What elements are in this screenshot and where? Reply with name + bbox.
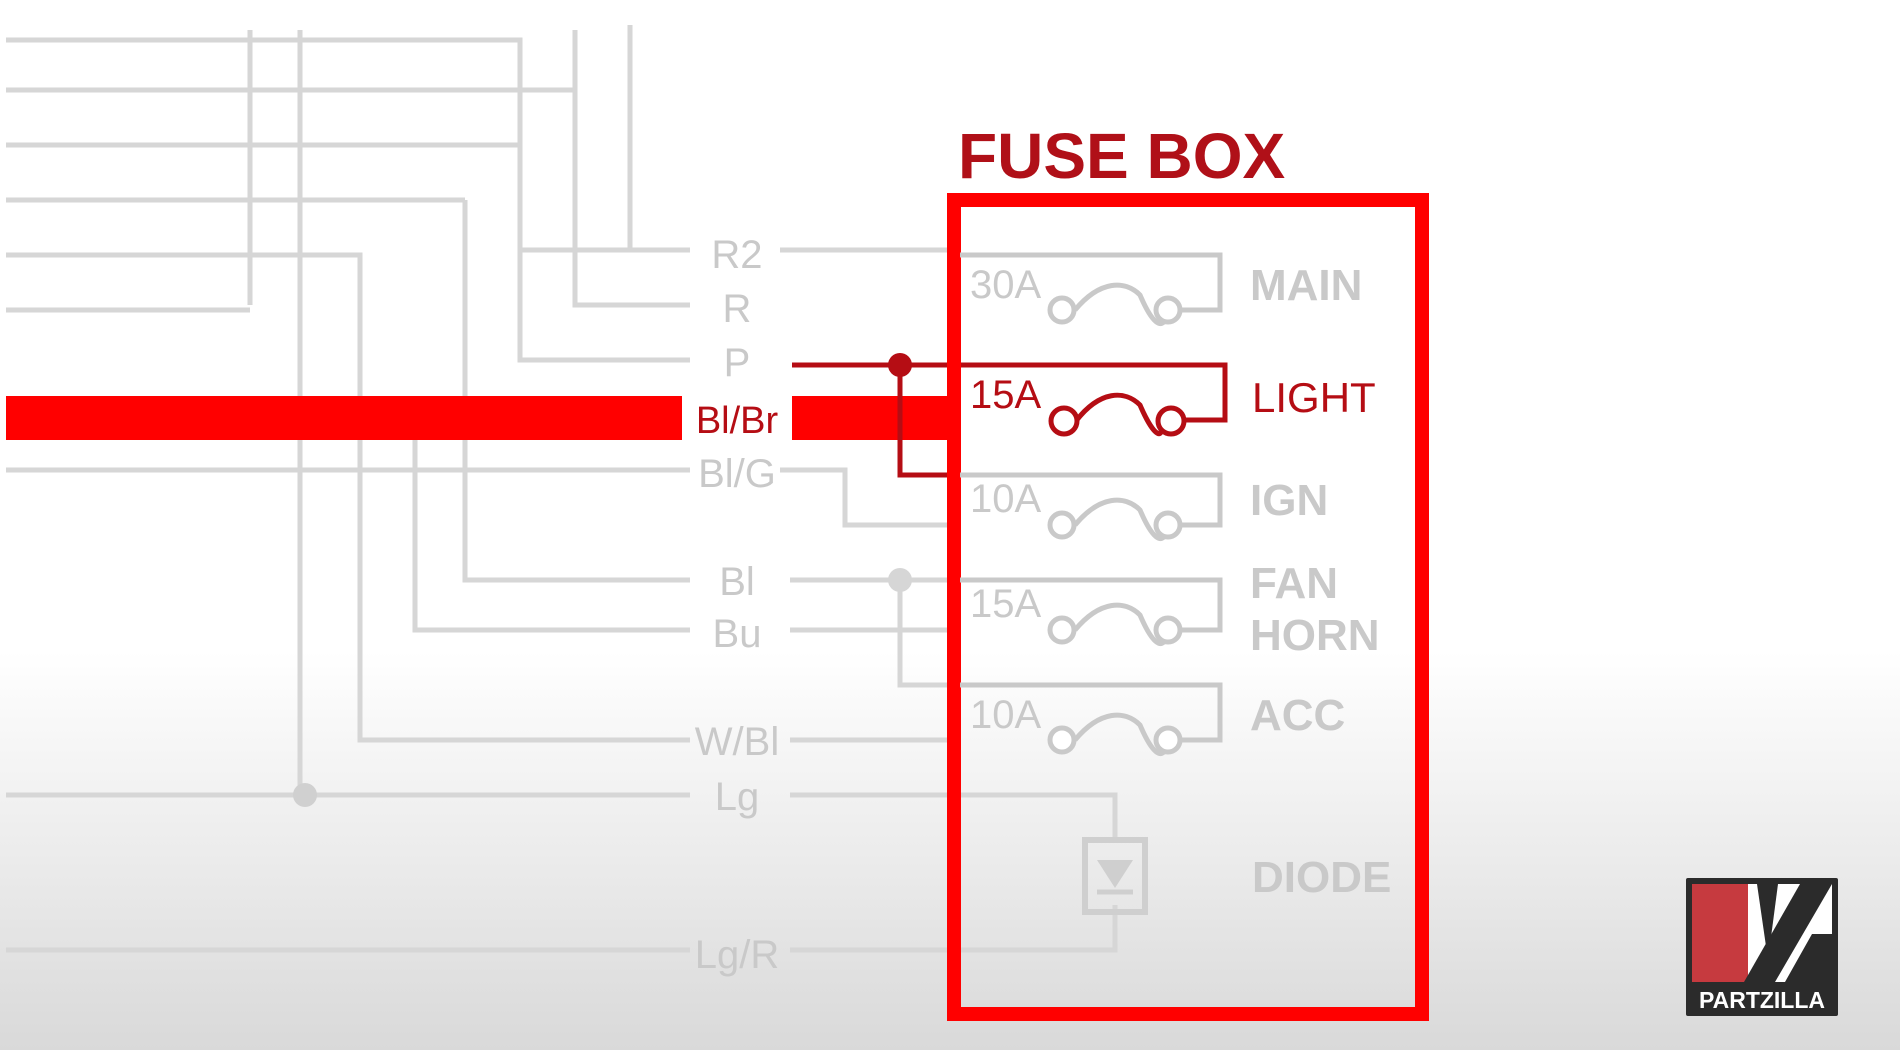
fuse-main: 30A MAIN — [960, 252, 1362, 326]
highlight-wire-label: Bl/Br — [696, 400, 779, 442]
wire-label-r: R — [723, 287, 752, 331]
fuse-label-main: MAIN — [1250, 261, 1362, 310]
wire-label-bu: Bu — [713, 612, 762, 656]
wire-label-lg: Lg — [715, 775, 760, 819]
fuse-rating-main: 30A — [970, 263, 1041, 307]
fuse-box-frame — [947, 193, 1429, 1021]
fuse-acc: 10A ACC — [960, 682, 1345, 756]
fuse-label-ign: IGN — [1250, 476, 1328, 525]
wire-labels: R2 R P Bl/G Bl Bu W/Bl Lg Lg/R — [695, 233, 780, 977]
partzilla-logo: PARTZILLA — [1686, 878, 1838, 1016]
light-circuit — [792, 353, 1228, 478]
fuse-rating-acc: 10A — [970, 693, 1041, 737]
highlight-wire-left — [6, 396, 682, 440]
wire-label-w-bl: W/Bl — [695, 720, 779, 764]
wire-label-bl: Bl — [719, 560, 755, 604]
fuse-ign: 10A IGN — [960, 472, 1328, 541]
fuse-rating-fan-horn: 15A — [970, 582, 1041, 626]
fuse-fan-horn: 15A FAN HORN — [960, 559, 1380, 660]
highlighted-wire: Bl/Br — [6, 396, 960, 442]
fuse-label-acc: ACC — [1250, 691, 1345, 740]
diode-symbol: DIODE — [1082, 837, 1391, 915]
highlight-wire-right — [792, 396, 960, 440]
wire-label-r2: R2 — [711, 233, 762, 277]
fuse-rating-ign: 10A — [970, 477, 1041, 521]
wire-label-lg-r: Lg/R — [695, 933, 780, 977]
fuse-label-horn: HORN — [1250, 611, 1380, 660]
faded-wiring — [6, 25, 1118, 953]
wire-label-p: P — [724, 341, 751, 385]
wire-label-bl-g: Bl/G — [698, 452, 776, 496]
fuse-rating-light: 15A — [970, 373, 1041, 417]
fuse-box-title: FUSE BOX — [958, 120, 1285, 192]
fuse-light: 15A LIGHT — [970, 373, 1376, 437]
logo-text: PARTZILLA — [1699, 987, 1825, 1013]
diode-label: DIODE — [1252, 853, 1391, 902]
fuse-label-light: LIGHT — [1252, 374, 1376, 421]
junction-dot — [888, 353, 912, 377]
fuse-label-fan: FAN — [1250, 559, 1338, 608]
